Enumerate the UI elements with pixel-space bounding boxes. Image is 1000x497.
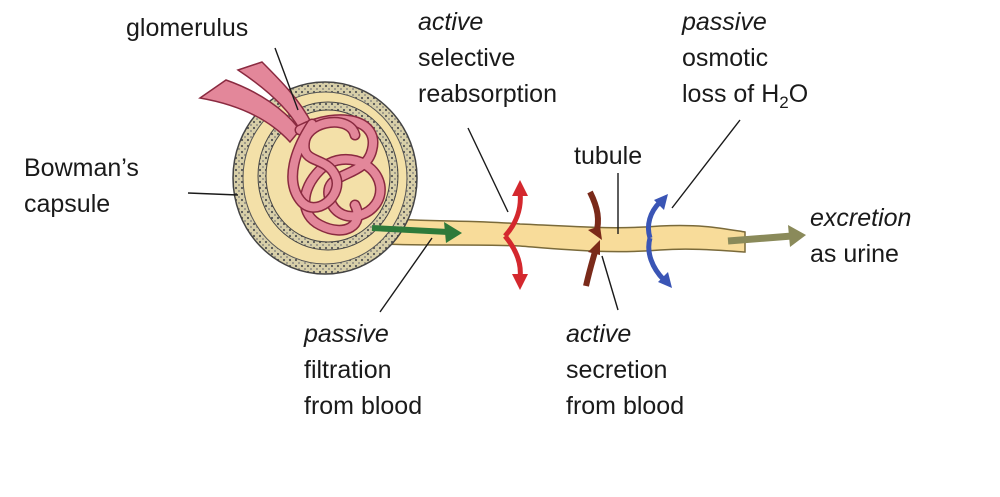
label-filtration-line1: filtration bbox=[304, 356, 392, 384]
label-filtration-line2: from blood bbox=[304, 392, 423, 420]
label-bowmans-capsule-line2: capsule bbox=[24, 190, 111, 218]
leader-secretion bbox=[601, 255, 619, 311]
leader-osmotic bbox=[671, 119, 741, 209]
osmotic-arrow bbox=[645, 194, 672, 288]
label-secretion-line1: secretion bbox=[566, 356, 668, 384]
reabsorption-arrow bbox=[503, 180, 528, 290]
label-reabsorption-mode: active bbox=[418, 8, 484, 36]
label-reabsorption-line2: reabsorption bbox=[418, 80, 557, 108]
label-osmotic: passive osmotic loss of H2O bbox=[682, 4, 808, 121]
glomerulus-shape bbox=[287, 114, 386, 236]
excretion-arrow bbox=[727, 225, 806, 247]
afferent-vessel bbox=[198, 79, 301, 144]
label-glomerulus: glomerulus bbox=[126, 14, 249, 42]
label-tubule: tubule bbox=[574, 142, 643, 170]
label-osmotic-mode: passive bbox=[682, 8, 767, 36]
label-secretion: active secretion from blood bbox=[566, 316, 684, 424]
label-bowmans-capsule-line1: Bowman’s bbox=[24, 154, 139, 182]
label-filtration-mode: passive bbox=[304, 320, 389, 348]
leader-glomerulus bbox=[274, 47, 299, 111]
filtration-arrow bbox=[371, 222, 462, 243]
label-filtration: passive filtration from blood bbox=[304, 316, 422, 424]
secretion-arrow bbox=[583, 190, 602, 287]
leader-capsule bbox=[187, 192, 239, 196]
label-excretion-mode: excretion bbox=[810, 204, 912, 232]
label-bowmans-capsule: Bowman’s capsule bbox=[24, 150, 139, 222]
label-secretion-mode: active bbox=[566, 320, 632, 348]
label-excretion-line2: as urine bbox=[810, 240, 899, 268]
label-osmotic-line2: loss of H2O bbox=[682, 80, 809, 112]
label-reabsorption: active selective reabsorption bbox=[418, 4, 557, 112]
leader-lines bbox=[187, 47, 741, 313]
label-excretion: excretion as urine bbox=[810, 200, 911, 272]
label-osmotic-line1: osmotic bbox=[682, 44, 769, 72]
label-reabsorption-line1: selective bbox=[418, 44, 516, 72]
leader-reabsorption bbox=[467, 127, 509, 213]
leader-filtration bbox=[379, 237, 433, 313]
label-secretion-line2: from blood bbox=[566, 392, 685, 420]
